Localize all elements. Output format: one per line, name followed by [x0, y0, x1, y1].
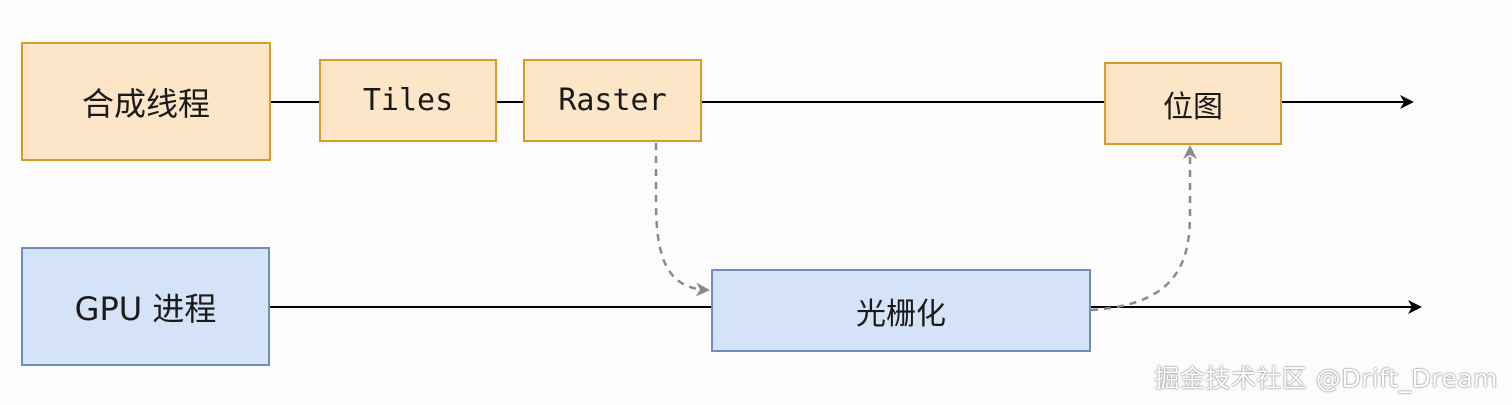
node-raster: Raster	[523, 59, 702, 142]
node-rasterization-label: 光栅化	[856, 296, 946, 332]
node-compositor-thread-label: 合成线程	[81, 84, 210, 123]
node-bitmap-label: 位图	[1163, 89, 1223, 125]
node-gpu-process: GPU 进程	[21, 247, 270, 366]
dashed-arrow-rasterization-to-bitmap	[1090, 145, 1197, 312]
dashed-arrow-raster-to-rasterization	[654, 143, 710, 297]
node-bitmap: 位图	[1104, 62, 1282, 145]
watermark: 掘金技术社区 @Drift_Dream	[1154, 364, 1498, 393]
node-tiles-label: Tiles	[362, 83, 454, 118]
node-tiles: Tiles	[319, 59, 497, 142]
node-compositor-thread: 合成线程	[21, 42, 271, 161]
node-raster-label: Raster	[558, 83, 667, 118]
node-rasterization: 光栅化	[711, 269, 1091, 352]
node-gpu-process-label: GPU 进程	[74, 289, 217, 328]
